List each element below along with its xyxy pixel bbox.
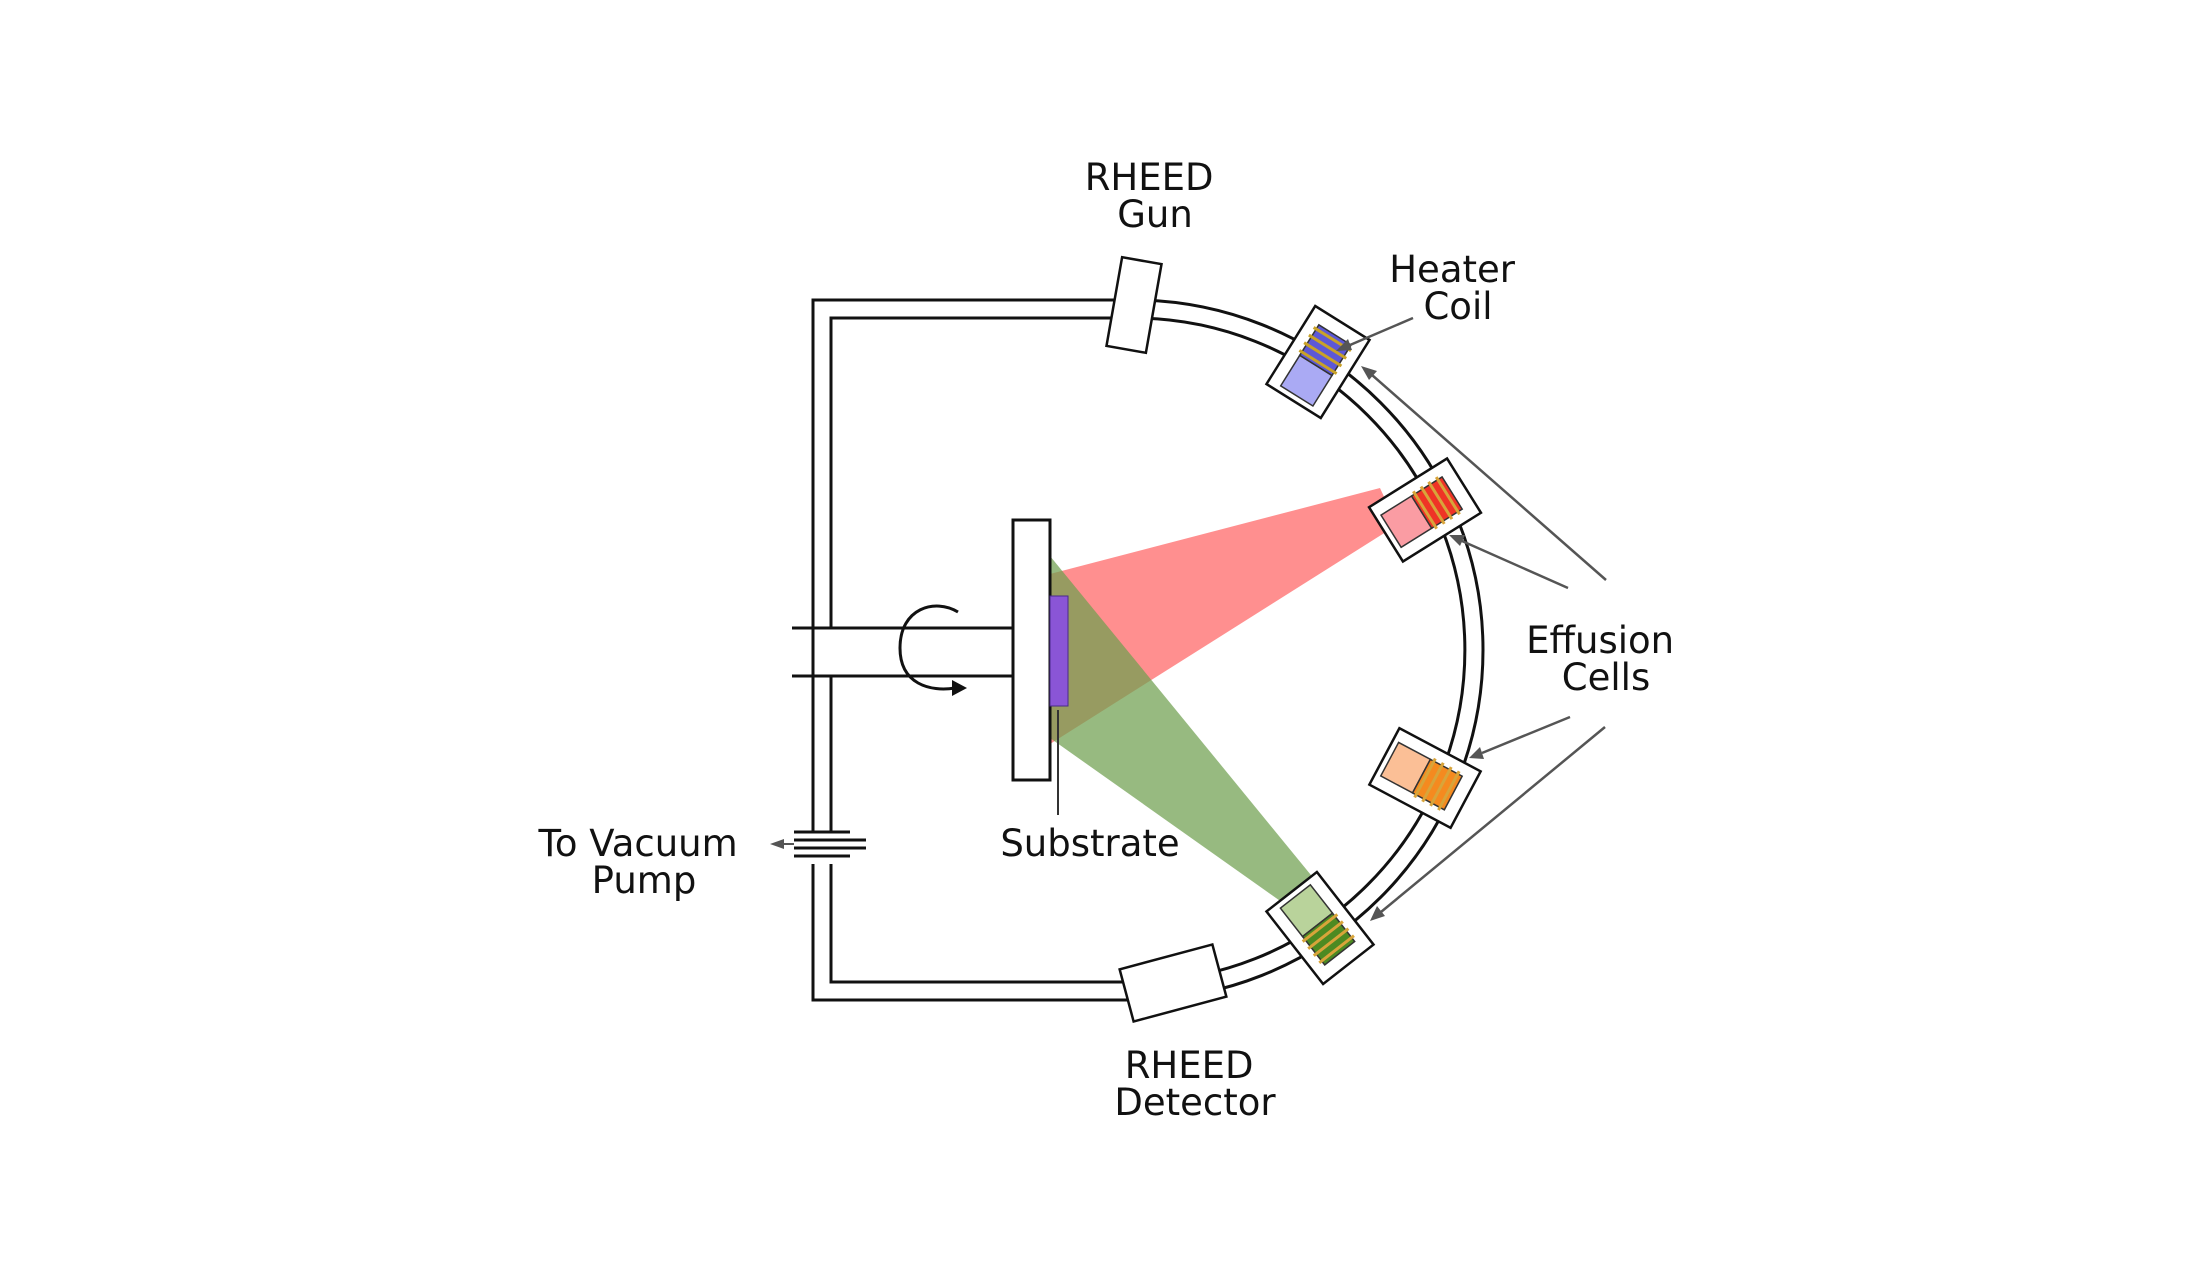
rheed-gun	[1105, 255, 1163, 355]
heater-coil-pointer	[1336, 316, 1414, 351]
rheed-gun-label: RHEED Gun	[1085, 156, 1226, 236]
rheed-detector	[1118, 942, 1228, 1024]
effusion-cells-label: Effusion Cells	[1526, 619, 1686, 699]
vacuum-arrow	[770, 839, 794, 849]
effusion-pointer-3	[1469, 715, 1571, 759]
substrate	[1049, 595, 1069, 707]
rheed-detector-label: RHEED Detector	[1114, 1044, 1276, 1124]
vacuum-pump-label: To Vacuum Pump	[538, 822, 750, 902]
green-beam	[1050, 556, 1324, 915]
effusion-pointer-1	[1361, 366, 1607, 581]
effusion-cell-orange	[1367, 726, 1483, 830]
substrate-holder	[1011, 518, 1052, 782]
rotation-arrow-icon	[898, 604, 967, 696]
effusion-pointer-2	[1449, 535, 1569, 590]
effusion-cell-blue	[1264, 304, 1372, 420]
effusion-cell-red	[1367, 456, 1483, 564]
effusion-cell-green	[1264, 870, 1376, 986]
effusion-pointer-4	[1370, 726, 1606, 921]
substrate-label: Substrate	[1000, 822, 1179, 865]
heater-coil-label: Heater Coil	[1389, 248, 1527, 328]
vacuum-port	[794, 830, 866, 858]
